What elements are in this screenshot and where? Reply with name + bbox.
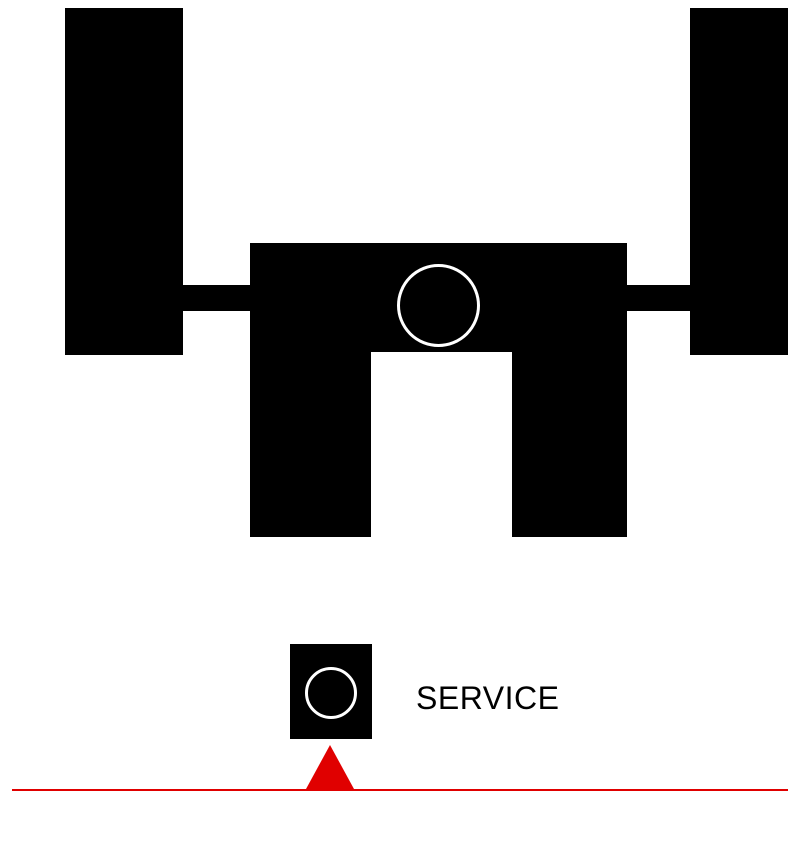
center-block-left-leg: [250, 350, 371, 537]
serve-direction-arrow-icon: [306, 745, 354, 789]
right-wing-block: [690, 8, 788, 355]
center-position-marker-icon: [397, 264, 480, 347]
right-connector-bar: [625, 285, 692, 311]
left-connector-bar: [183, 285, 253, 311]
server-position-marker-icon: [305, 667, 357, 719]
center-block-right-leg: [512, 350, 627, 537]
service-label: SERVICE: [416, 680, 560, 716]
service-baseline: [12, 789, 788, 791]
left-wing-block: [65, 8, 183, 355]
